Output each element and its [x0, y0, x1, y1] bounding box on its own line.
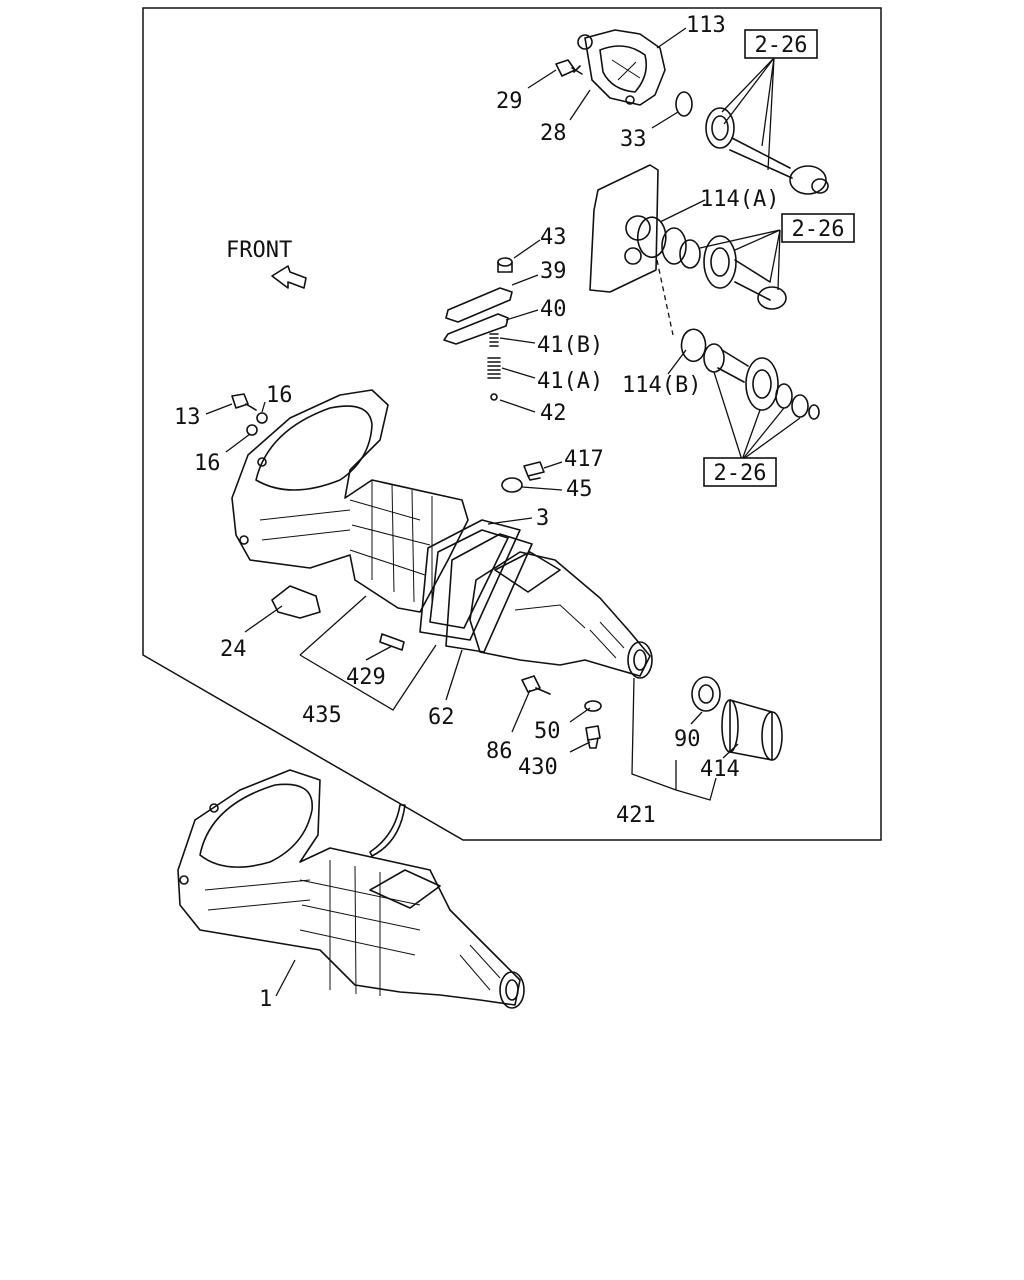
part-90-seal: [691, 676, 721, 712]
label-421: 421: [616, 803, 656, 828]
label-42: 42: [540, 401, 567, 426]
label-113: 113: [686, 13, 726, 38]
part-1-transmission-assembly: [177, 769, 525, 1009]
label-41a: 41(A): [537, 369, 603, 394]
part-3-gasket: [419, 519, 521, 641]
part-counter-gear: [661, 227, 787, 310]
part-24-cover: [271, 585, 321, 619]
assembly-pointer-arrow: [369, 804, 406, 857]
ref-2-26-middle: 2-26: [792, 217, 845, 242]
part-transmission-case: [231, 389, 469, 613]
part-50-washer: [584, 700, 602, 712]
part-33-bearing: [675, 91, 829, 195]
label-24: 24: [220, 637, 247, 662]
part-417-plug: [523, 461, 545, 481]
part-114a-snap-ring: [637, 216, 667, 258]
label-16-upper: 16: [266, 383, 293, 408]
label-90: 90: [674, 727, 701, 752]
label-62: 62: [428, 705, 455, 730]
label-13: 13: [174, 405, 201, 430]
part-43-bolt: [497, 257, 513, 273]
part-29-bolt: [555, 59, 583, 77]
part-41a-spring: [487, 357, 501, 379]
ref-2-26-upper: 2-26: [755, 33, 808, 58]
label-45: 45: [566, 477, 593, 502]
front-arrow-icon: [271, 265, 307, 289]
label-114b: 114(B): [622, 373, 701, 398]
label-430: 430: [518, 755, 558, 780]
part-intermediate-plate: [589, 164, 659, 293]
ref-2-26-lower: 2-26: [714, 461, 767, 486]
part-40-plate: [443, 313, 509, 345]
label-114a: 114(A): [700, 187, 779, 212]
part-39-arm: [445, 287, 513, 323]
ref-box-upper: 2-26: [744, 29, 818, 59]
label-29: 29: [496, 89, 523, 114]
label-86: 86: [486, 739, 513, 764]
part-42-ball: [490, 393, 498, 401]
ref-box-middle: 2-26: [781, 213, 855, 243]
part-41b-spring: [489, 333, 499, 347]
part-114b-snap-ring: [680, 328, 707, 363]
dashed-guide-line: [656, 259, 674, 336]
part-13-bolt: [231, 393, 257, 411]
label-28: 28: [540, 121, 567, 146]
part-429-pin: [379, 633, 405, 651]
label-16-lower: 16: [194, 451, 221, 476]
part-45-o-ring: [501, 477, 523, 493]
part-extension-housing: [469, 551, 653, 679]
leader-lines: [205, 27, 801, 997]
part-113-cover: [577, 29, 666, 106]
label-417: 417: [564, 447, 604, 472]
part-idler-gear: [703, 343, 820, 420]
part-430-bolt: [585, 725, 601, 749]
label-43: 43: [540, 225, 567, 250]
label-50: 50: [534, 719, 561, 744]
label-41b: 41(B): [537, 333, 603, 358]
label-429: 429: [346, 665, 386, 690]
label-414: 414: [700, 757, 740, 782]
label-40: 40: [540, 297, 567, 322]
label-39: 39: [540, 259, 567, 284]
ref-box-lower: 2-26: [703, 457, 777, 487]
part-62-plate: [445, 533, 533, 653]
part-16-dowel-upper: [256, 412, 268, 424]
part-16-dowel-lower: [246, 424, 258, 436]
label-435: 435: [302, 703, 342, 728]
exploded-view-frame: [142, 7, 882, 841]
part-86-bolt: [521, 675, 551, 695]
label-1: 1: [259, 987, 272, 1012]
label-3: 3: [536, 506, 549, 531]
label-33: 33: [620, 127, 647, 152]
front-label: FRONT: [226, 238, 292, 263]
